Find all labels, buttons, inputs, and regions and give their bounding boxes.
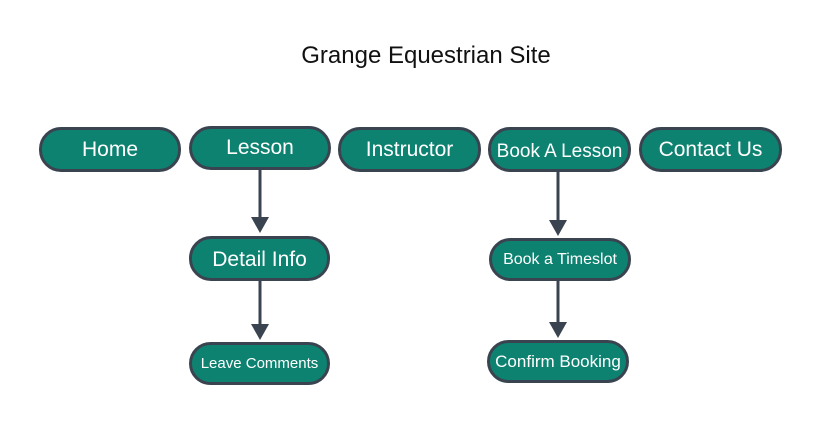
node-contact-us[interactable]: Contact Us <box>639 127 782 172</box>
node-detail-info[interactable]: Detail Info <box>189 236 330 281</box>
arrow-detail-info-to-leave-comments <box>251 281 269 340</box>
arrow-book-a-timeslot-to-confirm-booking <box>549 279 567 338</box>
node-leave-comments[interactable]: Leave Comments <box>189 342 330 385</box>
node-lesson[interactable]: Lesson <box>189 126 331 170</box>
arrow-book-a-lesson-to-book-a-timeslot <box>549 172 567 236</box>
node-confirm-booking[interactable]: Confirm Booking <box>487 340 629 383</box>
arrow-lesson-to-detail-info <box>251 170 269 233</box>
diagram-title: Grange Equestrian Site <box>301 42 551 69</box>
node-instructor[interactable]: Instructor <box>338 127 481 172</box>
node-book-a-lesson[interactable]: Book A Lesson <box>488 127 631 172</box>
node-book-a-timeslot[interactable]: Book a Timeslot <box>489 238 631 281</box>
node-home[interactable]: Home <box>39 127 181 172</box>
